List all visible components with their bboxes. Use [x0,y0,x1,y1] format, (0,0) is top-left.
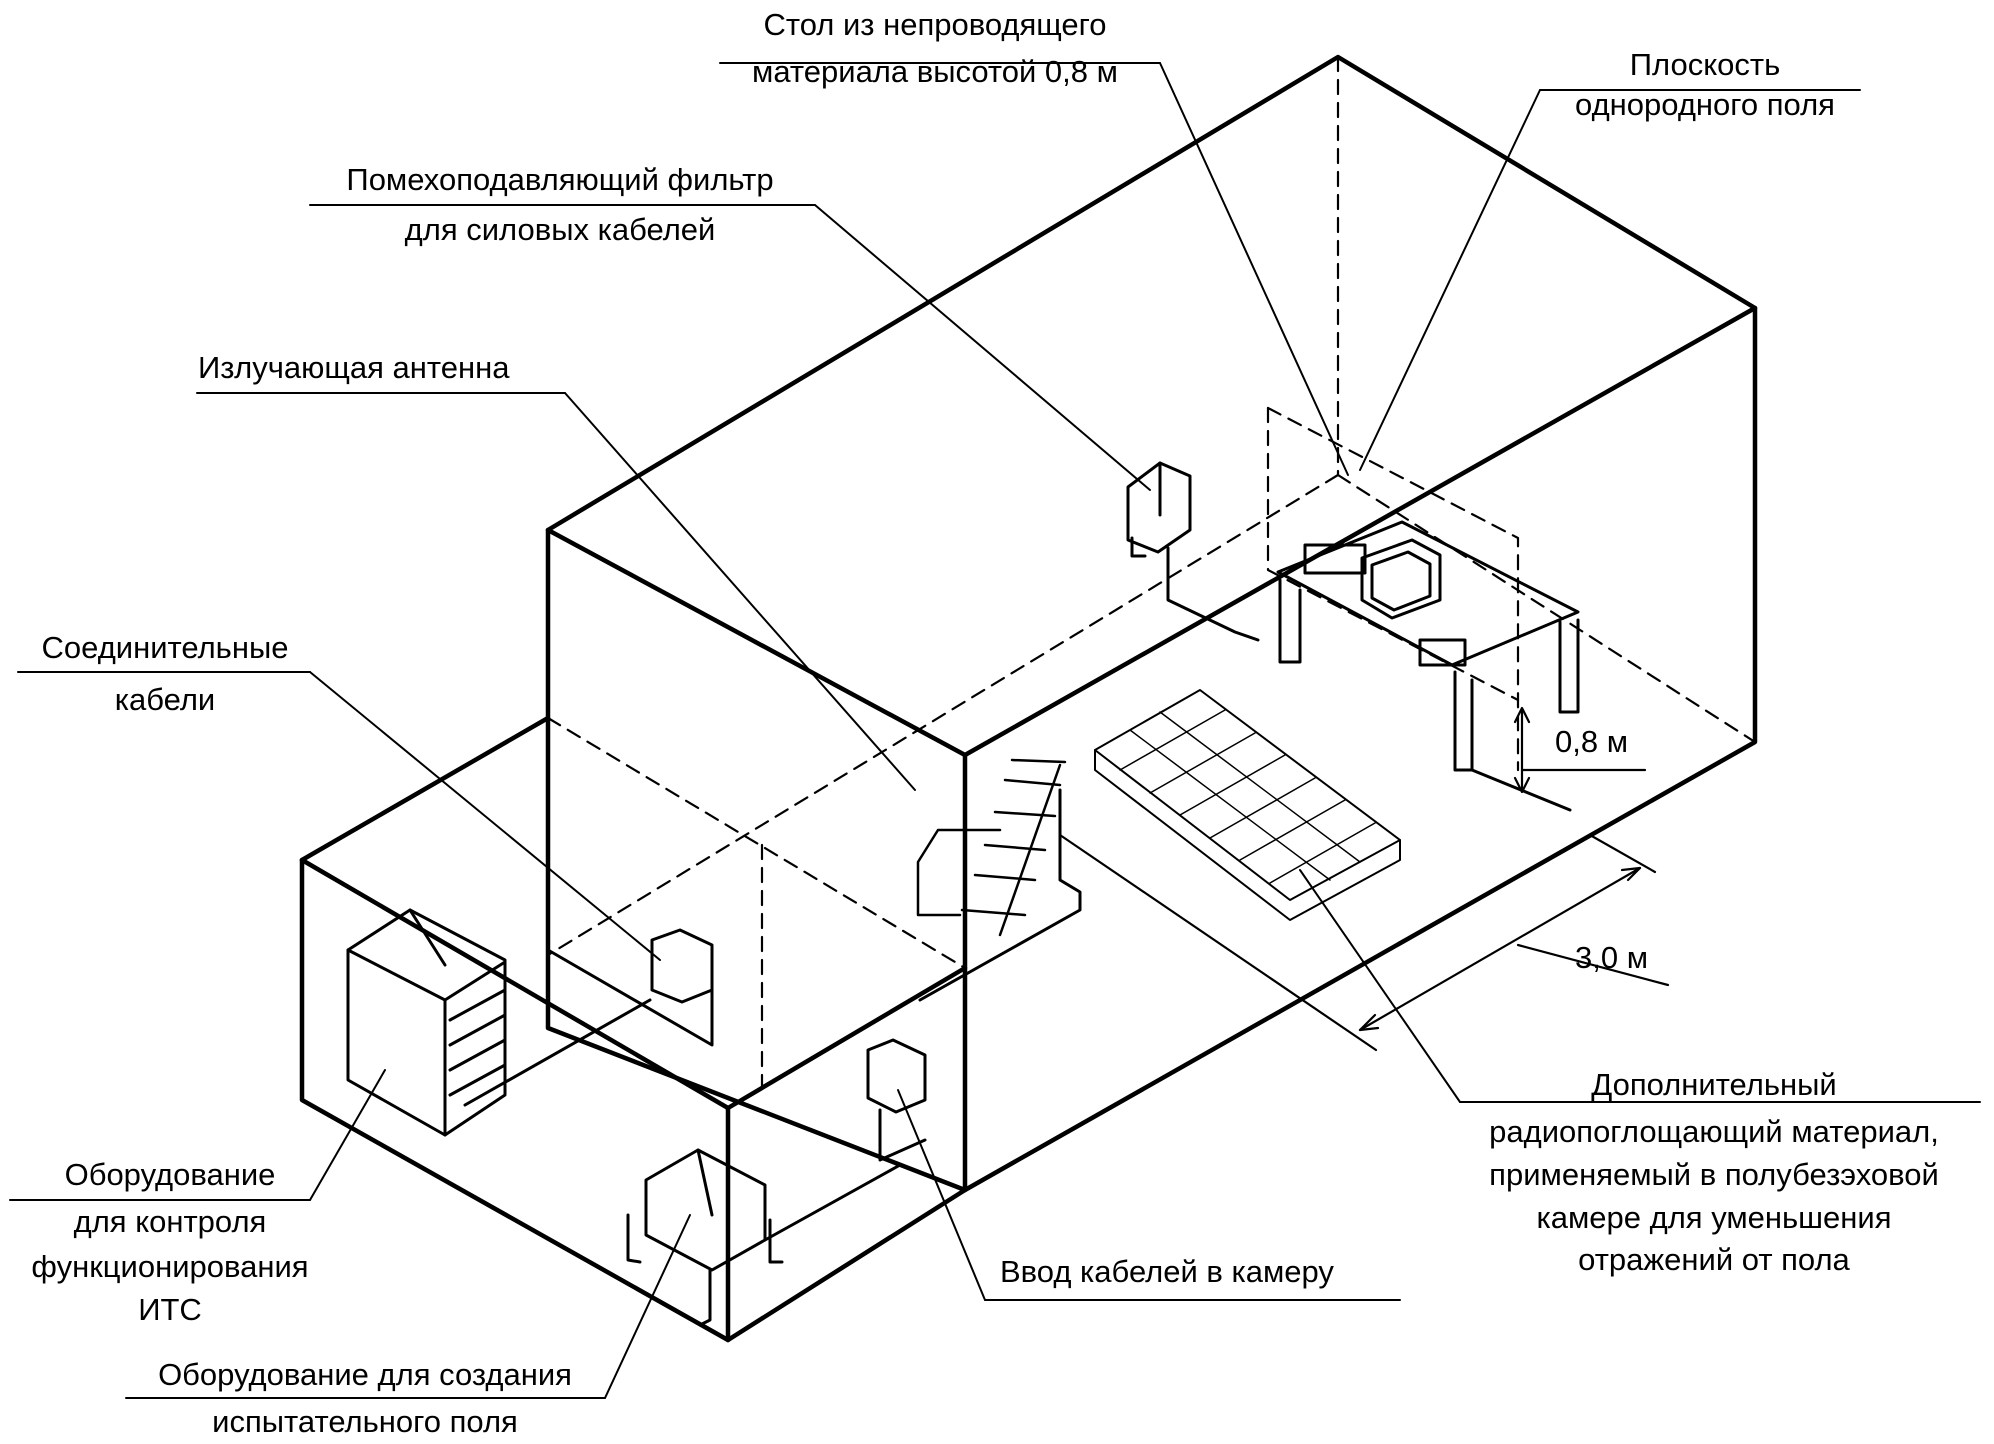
label-uniform-plane-line1: Плоскость [1629,47,1781,82]
label-filter-line1: Помехоподавляющий фильтр [346,162,774,197]
label-table-line2: материала высотой 0,8 м [752,54,1118,89]
label-monitoring-line1: Оборудование [64,1157,276,1192]
leader-lines [9,62,1981,1399]
label-field-gen-line2: испытательного поля [212,1404,518,1439]
label-monitoring-line2: для контроля [73,1204,267,1239]
label-distance: 3,0 м [1575,940,1649,975]
cable-interconnects [463,928,927,1242]
label-absorber-line3: применяемый в полубезэховой [1489,1157,1939,1192]
dimension-distance [1058,833,1670,1052]
label-uniform-plane-line2: однородного поля [1575,87,1835,122]
control-room-hidden-edges [546,716,967,1092]
control-room [299,715,968,1343]
label-antenna: Излучающая антенна [198,350,510,385]
label-cable-entry: Ввод кабелей в камеру [1000,1254,1334,1289]
dimension-height [1513,706,1647,794]
label-height: 0,8 м [1555,724,1629,759]
monitoring-rack [346,908,507,1137]
label-absorber-line1: Дополнительный [1591,1067,1837,1102]
label-absorber-line5: отражений от пола [1578,1242,1850,1277]
label-monitoring-line4: ИТС [138,1292,202,1327]
label-cables-line2: кабели [114,682,216,717]
test-table [1276,520,1580,772]
transmitting-antenna [916,758,1067,937]
label-cables-line1: Соединительные [41,630,289,665]
label-absorber-line4: камере для уменьшения [1536,1200,1892,1235]
floor-absorber [1094,689,1401,921]
label-field-gen-line1: Оборудование для создания [158,1357,572,1392]
power-filter [1126,461,1260,642]
main-chamber-hidden-edges [546,55,1757,957]
label-filter-line2: для силовых кабелей [404,212,716,247]
label-table-line1: Стол из непроводящего [763,7,1107,42]
label-monitoring-line3: функционирования [31,1249,309,1284]
label-absorber-line2: радиопоглощающий материал, [1489,1114,1939,1149]
